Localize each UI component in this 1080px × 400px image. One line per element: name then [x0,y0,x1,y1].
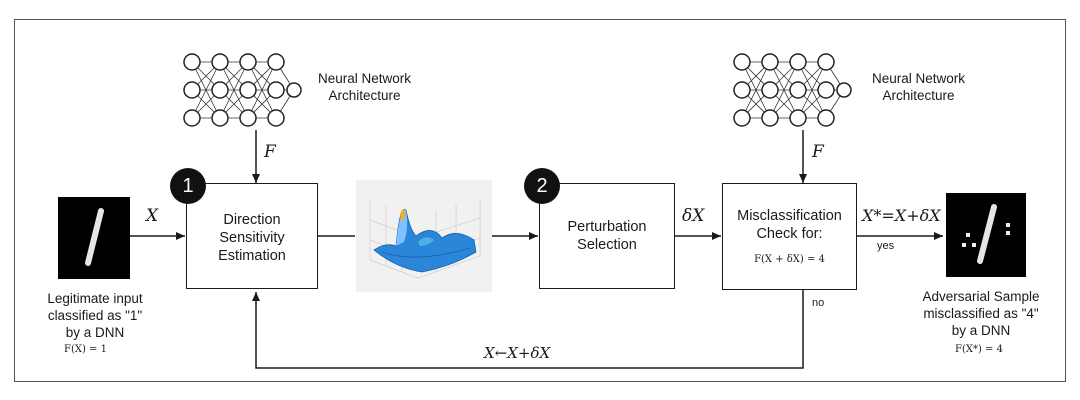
f-label-left: F [264,142,276,162]
figure-frame [14,19,1066,382]
x-star-label: X*=X+δX [862,206,941,225]
x-input-label: X [146,206,159,226]
net-left-label: Neural Network Architecture [318,71,412,103]
feedback-label: X←X+δX [484,344,551,362]
misclassification-check-box: Misclassification Check for: F(X + δX) =… [722,183,857,290]
perturbation-selection-box: Perturbation Selection [539,183,675,289]
input-formula: F(X) = 1 [64,344,107,355]
output-formula: F(X*) = 4 [955,344,1003,355]
yes-label: yes [877,240,895,252]
neural-network-icon [183,53,302,127]
output-caption: Adversarial Sample misclassified as "4" … [922,289,1040,338]
feedback-loop [252,290,804,369]
legitimate-input-image [58,197,130,279]
adversarial-sample-image [946,193,1026,277]
step-1-badge: 1 [170,168,206,204]
delta-x-label: δX [682,206,705,226]
check-formula: F(X + δX) = 4 [754,253,825,265]
f-label-right: F [812,142,824,162]
step-2-badge: 2 [524,168,560,204]
direction-sensitivity-box: Direction Sensitivity Estimation [186,183,318,289]
neural-network-icon [733,53,852,127]
sensitivity-surface-plot [356,180,492,292]
input-caption: Legitimate input classified as "1" by a … [47,291,143,340]
no-label: no [812,297,825,309]
net-right-label: Neural Network Architecture [872,71,966,103]
